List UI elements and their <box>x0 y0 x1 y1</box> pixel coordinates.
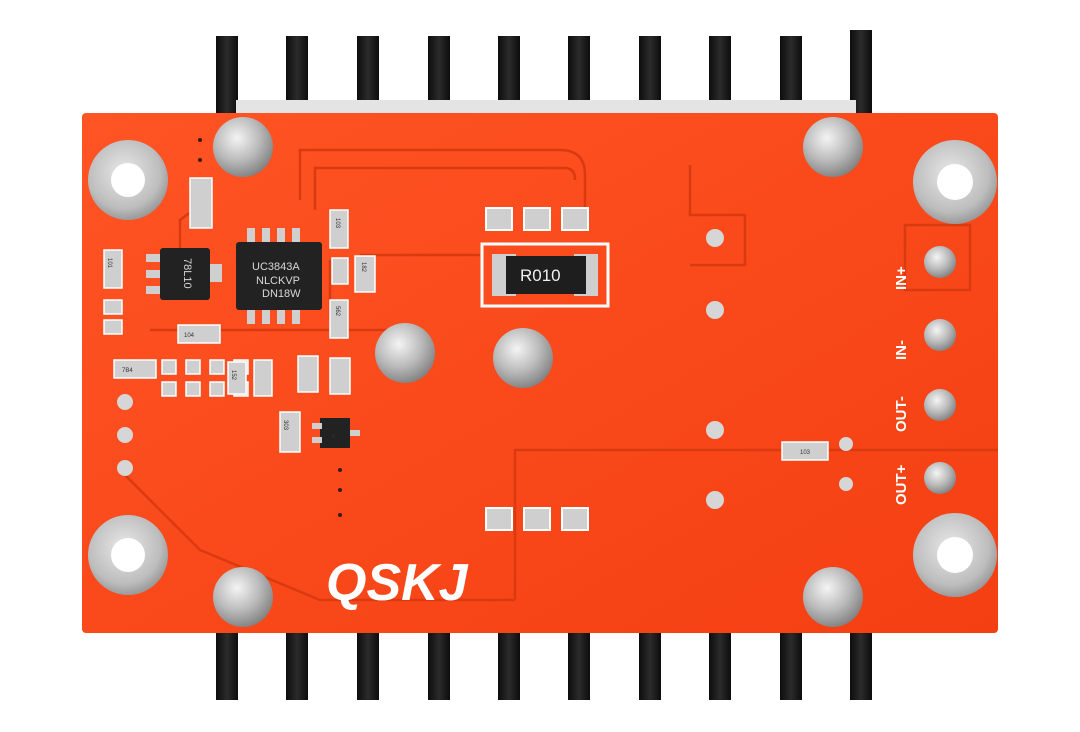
vias <box>117 229 853 509</box>
shunt-resistor: R010 <box>480 242 610 308</box>
smd-components <box>103 177 829 461</box>
smd-code-9: 303 <box>282 420 288 431</box>
mount-hole-top-left <box>88 140 168 220</box>
screw <box>213 117 863 627</box>
smd-code-7: 103 <box>334 218 340 229</box>
smd-code-3: 182 <box>360 262 366 273</box>
smd-code-4: 562 <box>334 306 340 317</box>
mount-hole-top-right <box>913 140 997 224</box>
label-in-plus: IN+ <box>893 266 910 290</box>
label-in-minus: IN- <box>893 340 910 360</box>
transistor-pads <box>485 207 589 531</box>
regulator-label: 78L10 <box>181 258 193 289</box>
smd-code-8: 152 <box>230 370 236 381</box>
smd-code-1: 104 <box>184 333 195 339</box>
label-out-plus: OUT+ <box>893 464 910 505</box>
shunt-resistor-label: R010 <box>520 266 561 285</box>
mount-hole-bottom-left <box>88 515 168 595</box>
ic-main-line-1: UC3843A <box>252 261 300 273</box>
ic-main-line-3: DN18W <box>262 288 301 300</box>
terminal-pads <box>924 246 956 494</box>
regulator: 78L10 <box>146 248 222 300</box>
brand-logo: QSKJ <box>326 554 469 612</box>
smd-codes: 104 103 182 562 101 7B4 103 152 303 6 <box>106 218 811 456</box>
label-out-minus: OUT- <box>893 396 910 432</box>
ic-main-line-2: NLCKVP <box>256 275 300 287</box>
smd-code-6: 7B4 <box>122 368 133 374</box>
smd-code-5: 101 <box>106 258 112 269</box>
ic-main: UC3843A NLCKVP DN18W <box>236 228 322 324</box>
smd-code-10: 6 <box>332 434 336 440</box>
sot-transistor <box>312 418 360 448</box>
smd-code-2: 103 <box>800 450 811 456</box>
mount-hole-bottom-right <box>913 513 997 597</box>
